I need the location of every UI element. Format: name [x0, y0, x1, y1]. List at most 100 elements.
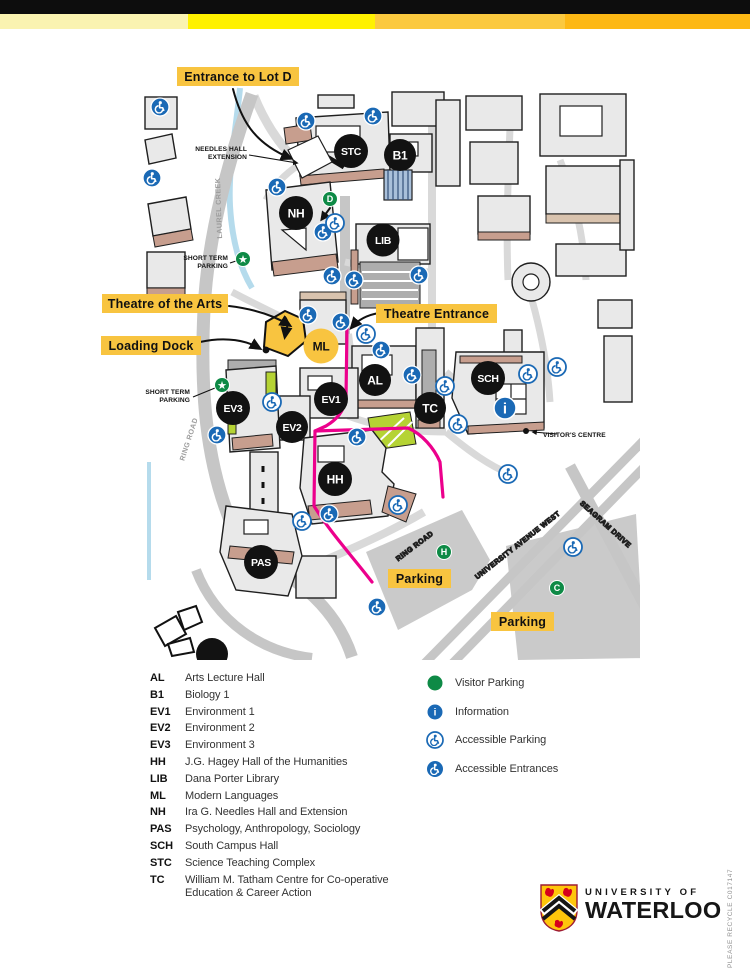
accessible-entrance-icon — [150, 97, 170, 117]
legend-building-code: NH — [150, 806, 166, 819]
building-badge — [196, 638, 228, 660]
legend-row-al: AL Arts Lecture Hall — [150, 672, 265, 686]
building-badge-hh: HH — [318, 462, 352, 496]
legend-row-pas: PAS Psychology, Anthropology, Sociology — [150, 823, 360, 837]
svg-text:EV3: EV3 — [224, 403, 243, 415]
legend-building-code: EV2 — [150, 722, 171, 735]
svg-text:Parking: Parking — [499, 615, 546, 629]
svg-text:Theatre of the Arts: Theatre of the Arts — [108, 297, 222, 311]
map-annotation: SHORT TERM — [183, 255, 228, 262]
accessible-parking-icon — [356, 324, 376, 344]
logo-university-of: UNIVERSITY OF — [585, 887, 700, 898]
svg-text:HH: HH — [327, 472, 344, 486]
legend-symbol-label: Information — [455, 705, 509, 718]
brand-stripe-segment — [0, 14, 188, 29]
accessible-parking-icon — [518, 364, 538, 384]
accessible-entrance-icon — [344, 270, 364, 290]
accessible-entrance-icon — [142, 168, 162, 188]
svg-text:SCH: SCH — [477, 373, 498, 385]
accessible-parking-icon — [547, 357, 567, 377]
svg-text:EV1: EV1 — [322, 394, 341, 406]
information-icon: i — [493, 396, 517, 420]
accessible-entrance-icon — [402, 365, 422, 385]
loading-dock-point — [262, 346, 270, 354]
accessible-entrance-icon — [319, 504, 339, 524]
building-badge-b1: B1 — [384, 139, 416, 171]
accessible-parking-icon — [448, 414, 468, 434]
road-label: LAUREL CREEK — [213, 177, 224, 239]
accessible-entrance-icon — [363, 106, 383, 126]
building-badge-nh: NH — [279, 196, 313, 230]
building-badge-stc: STC — [334, 134, 368, 168]
building-badge-ev2: EV2 — [276, 411, 308, 443]
legend-building-name: William M. Tatham Centre for Co-operativ… — [185, 873, 389, 900]
accessible-parking-icon — [498, 464, 518, 484]
map-annotation: PARKING — [197, 263, 228, 270]
legend-symbol-row-accessible-parking: Accessible Parking — [425, 729, 546, 751]
legend-building-code: TC — [150, 873, 165, 886]
svg-text:TC: TC — [422, 401, 438, 415]
legend-building-name: Psychology, Anthropology, Sociology — [185, 823, 361, 836]
svg-text:Entrance to Lot D: Entrance to Lot D — [184, 70, 292, 84]
svg-text:ML: ML — [313, 339, 330, 353]
road-label: RING ROAD — [177, 417, 199, 462]
map-annotation: PARKING — [159, 397, 190, 404]
legend-building-code: PAS — [150, 823, 172, 836]
green-markers: ★★DHC — [214, 191, 565, 596]
accessible-entrance-icon — [347, 427, 367, 447]
legend-building-code: EV1 — [150, 705, 171, 718]
legend-building-code: LIB — [150, 772, 168, 785]
building-badge-ev1: EV1 — [314, 382, 348, 416]
accessible-parking-icon — [388, 495, 408, 515]
uw-logo: UNIVERSITY OF WATERLOO — [540, 884, 721, 932]
callout-theatre-of-the-arts: Theatre of the Arts — [102, 294, 228, 313]
map-annotation: NEEDLES HALL — [195, 146, 247, 153]
legend-building-name: Environment 2 — [185, 722, 255, 735]
legend-building-code: AL — [150, 672, 165, 684]
legend-building-name: Biology 1 — [185, 688, 230, 701]
svg-text:i: i — [434, 707, 437, 718]
legend-building-name: Science Teaching Complex — [185, 856, 316, 869]
legend-building-name: Arts Lecture Hall — [185, 672, 265, 684]
legend-building-code: EV3 — [150, 739, 171, 752]
svg-text:PAS: PAS — [251, 557, 271, 569]
callout-entrance-to-lot-d: Entrance to Lot D — [177, 67, 299, 86]
legend-building-code: B1 — [150, 688, 164, 701]
legend-building-name: J.G. Hagey Hall of the Humanities — [185, 756, 348, 768]
callout-parking: Parking — [388, 569, 451, 588]
legend-row-ev2: EV2 Environment 2 — [150, 722, 255, 736]
legend-row-b1: B1 Biology 1 — [150, 689, 229, 703]
svg-text:Parking: Parking — [396, 572, 443, 586]
legend-symbol-label: Visitor Parking — [455, 677, 525, 689]
accessible-entrances-icon — [427, 760, 443, 777]
svg-text:C: C — [554, 583, 561, 593]
legend-symbol-row-information: i Information — [425, 701, 509, 723]
accessible-entrance-icon — [322, 266, 342, 286]
map-annotation: VISITOR'S CENTRE — [543, 432, 606, 439]
svg-text:H: H — [441, 547, 448, 557]
building-badge-tc: TC — [414, 392, 446, 424]
legend-building-code: ML — [150, 789, 166, 802]
accessible-entrance-icon — [331, 312, 351, 332]
accessible-entrance-icon — [296, 111, 316, 131]
uw-shield — [540, 884, 578, 932]
short-term-parking-icon: ★ — [235, 251, 251, 267]
svg-text:i: i — [503, 401, 507, 418]
brand-stripe-segment — [375, 14, 565, 29]
map-annotation: EXTENSION — [208, 154, 247, 161]
legend-building-name: Environment 3 — [185, 739, 255, 752]
svg-text:B1: B1 — [393, 148, 408, 162]
brand-stripe-segment — [565, 14, 750, 29]
short-term-parking-icon: ★ — [214, 377, 230, 393]
legend-symbol-label: Accessible Entrances — [455, 762, 559, 775]
map-annotation: SHORT TERM — [145, 389, 190, 396]
legend-building-code: HH — [150, 756, 166, 768]
shield-lions — [545, 887, 572, 928]
